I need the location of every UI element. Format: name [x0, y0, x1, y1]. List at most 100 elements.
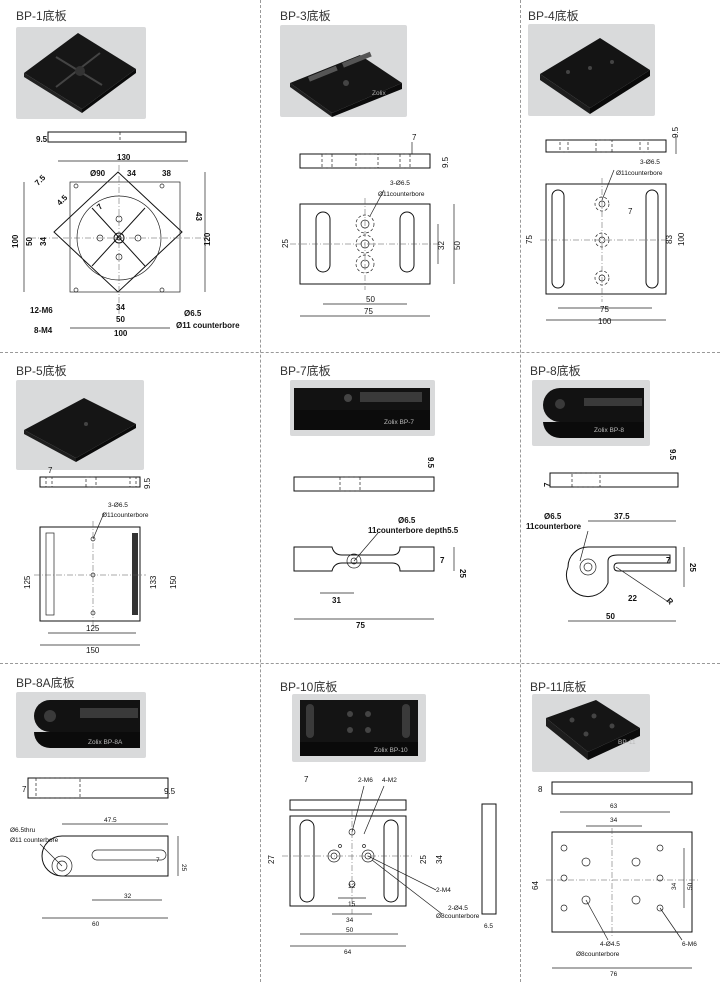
label-8-m4: 8-M4: [34, 326, 53, 335]
panel-title: BP-7底板: [280, 364, 331, 378]
dim-7: 7: [95, 202, 105, 212]
technical-drawing: 7 2-M6 4-M2 27 25 34 15 12 34 2-M4 2-Ø4.…: [267, 775, 497, 956]
product-photo: [16, 27, 146, 119]
dim-34-left: 34: [39, 237, 48, 246]
dim-width: 130: [117, 153, 131, 162]
dim-dia6.5: Ø6.5: [184, 309, 202, 318]
dim-25: 25: [281, 239, 290, 248]
dim-32: 32: [124, 893, 132, 900]
panel-title: BP-8底板: [530, 364, 581, 378]
panel-bp3: BP-3底板 Zolix 7 9.5 3-Ø6.5 Ø11counterbore…: [260, 0, 520, 352]
photo-brand: Zolix: [372, 90, 386, 97]
dim-r: R: [665, 596, 676, 607]
column-divider-2: [520, 0, 521, 982]
photo-brand: Zolix BP-7: [384, 419, 414, 426]
dim-133: 133: [149, 575, 158, 589]
label-counterbore: Ø11counterbore: [378, 191, 425, 198]
panel-bp7: BP-7底板 Zolix BP-7 9.5 Ø6.5 11counterbore…: [260, 353, 520, 663]
dim-7: 7: [412, 133, 417, 142]
label-2-m4: 2-M4: [436, 887, 451, 894]
dim-38: 38: [162, 169, 171, 178]
dim-7: 7: [628, 207, 633, 216]
dim-12: 12: [348, 883, 356, 890]
dim-50: 50: [687, 882, 694, 890]
product-photo: Zolix BP-8A: [16, 692, 146, 758]
dim-8: 8: [538, 785, 543, 794]
panel-title: BP-8A底板: [16, 676, 75, 690]
dim-120: 120: [203, 232, 212, 246]
dim-100-right: 100: [677, 232, 686, 246]
label-thru: Ø6.5thru: [10, 827, 36, 834]
photo-brand: Zolix BP-8: [594, 427, 624, 434]
dim-75-left: 75: [525, 235, 534, 244]
panel-title: BP-4底板: [528, 9, 579, 23]
dim-27: 27: [267, 855, 276, 864]
label-3-hole: 3-Ø6.5: [390, 180, 410, 187]
technical-drawing: 7 9.5 3-Ø6.5 Ø11counterbore 25 32 50 50 …: [281, 133, 462, 317]
dim-22: 22: [628, 594, 637, 603]
dim-7: 7: [666, 556, 671, 565]
dim-47.5: 47.5: [104, 817, 117, 824]
dim-7: 7: [156, 857, 160, 864]
photo-brand: Zolix BP-8A: [88, 739, 123, 746]
dim-50-right: 50: [453, 241, 462, 250]
label-counterbore-depth: 11counterbore depth5.5: [368, 526, 459, 535]
panel-bp1: BP-1底板 9.5 130 Ø90 34: [0, 0, 260, 352]
row-divider-1: [0, 352, 720, 353]
dim-43: 43: [194, 212, 203, 221]
product-photo: BP-11: [532, 694, 650, 772]
panel-title: BP-3底板: [280, 9, 331, 23]
dim-dia6.5: Ø6.5: [544, 512, 562, 521]
technical-drawing: 7 9.5 3-Ø6.5 Ø11counterbore 125 133 150 …: [23, 466, 178, 655]
dim-7: 7: [440, 556, 445, 565]
dim-9.5: 9.5: [671, 126, 680, 138]
panel-title: BP-5底板: [16, 364, 67, 378]
label-counterbore: Ø11counterbore: [616, 170, 663, 177]
dim-7: 7: [48, 466, 53, 475]
panel-bp5: BP-5底板 7 9.5 3-Ø6.5 Ø11counterbore 125 1…: [0, 353, 260, 663]
dim-34-bottom: 34: [116, 303, 125, 312]
dim-34-right: 34: [671, 882, 678, 890]
dim-150-bottom: 150: [86, 646, 100, 655]
dim-7-side: 7: [543, 482, 552, 487]
panel-bp8a: BP-8A底板 Zolix BP-8A 7 9.5 Ø6.5thru Ø11 c…: [0, 664, 260, 982]
panel-bp11: BP-11底板 BP-11 8 63 34 64 34 50 4-Ø4.5 Ø8…: [520, 664, 720, 982]
product-photo: Zolix BP-7: [290, 380, 435, 436]
dim-9.5: 9.5: [164, 787, 176, 796]
technical-drawing: 8 63 34 64 34 50 4-Ø4.5 Ø8counterbore 6-…: [531, 781, 698, 978]
dim-75-bottom: 75: [600, 305, 609, 314]
label-3-hole: 3-Ø6.5: [640, 159, 660, 166]
row-divider-2: [0, 663, 720, 664]
panel-title: BP-10底板: [280, 680, 338, 694]
dim-9.5: 9.5: [426, 457, 435, 469]
dim-4.5: 4.5: [55, 193, 70, 208]
dim-7-side: 7: [22, 785, 27, 794]
label-counterbore: Ø8counterbore: [576, 951, 620, 958]
dim-34-right: 34: [435, 855, 444, 864]
label-counterbore: Ø11counterbore: [102, 512, 149, 519]
product-photo: [16, 380, 144, 470]
dim-60: 60: [92, 921, 100, 928]
dim-6.5: 6.5: [484, 923, 493, 930]
dim-32: 32: [437, 241, 446, 250]
dim-25: 25: [688, 563, 697, 572]
dim-dia6.5: Ø6.5: [398, 516, 416, 525]
dim-50: 50: [606, 612, 615, 621]
technical-drawing: 9.5 Ø6.5 11counterbore depth5.5 7 25 31 …: [293, 457, 467, 630]
technical-drawing: 7 9.5 Ø6.5thru Ø11 counterbore 47.5 7 25…: [10, 777, 187, 928]
label-counterbore: Ø11 counterbore: [10, 837, 59, 844]
dim-50-bottom: 50: [366, 295, 375, 304]
label-counterbore: Ø8counterbore: [436, 913, 480, 920]
product-photo: Zolix BP-8: [532, 380, 650, 446]
dim-34-top: 34: [610, 817, 618, 824]
dim-9.5: 9.5: [441, 156, 450, 168]
dim-34-bottom: 34: [346, 917, 354, 924]
dim-150-right: 150: [169, 575, 178, 589]
dim-83: 83: [665, 235, 674, 244]
dim-75: 75: [356, 621, 365, 630]
dim-125-left: 125: [23, 575, 32, 589]
label-3-hole: 3-Ø6.5: [108, 502, 128, 509]
dim-counterbore: Ø11 counterbore: [176, 321, 240, 330]
technical-drawing: 9.5 3-Ø6.5 Ø11counterbore 7 75 83 100 75…: [525, 126, 686, 326]
dim-125-bottom: 125: [86, 624, 100, 633]
